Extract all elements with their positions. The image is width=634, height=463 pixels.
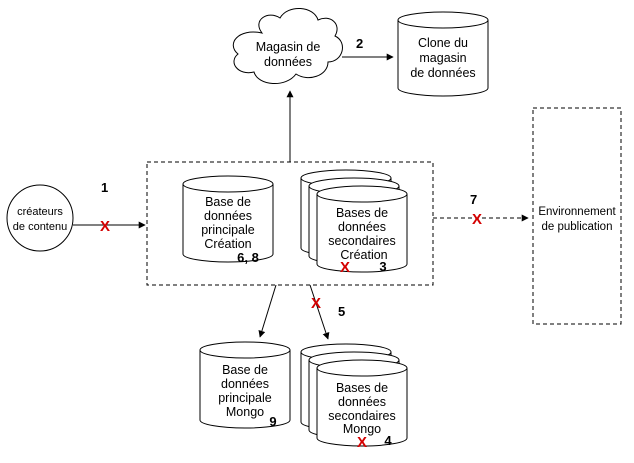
cloud-label-line2: données bbox=[264, 55, 312, 69]
mongo-secondary-line2: données bbox=[338, 395, 386, 409]
mongo-secondary-db-stack: Bases de données secondaires Mongo X 4 bbox=[300, 343, 408, 451]
author-primary-db-cylinder: Base de données principale Création 6, 8 bbox=[182, 175, 274, 265]
step-5-label: 5 bbox=[338, 304, 345, 319]
x-mark-step-7: X bbox=[472, 211, 482, 228]
mongo-primary-line4: Mongo bbox=[226, 405, 264, 419]
author-secondary-line1: Bases de bbox=[336, 206, 388, 220]
arrow-author-to-mongo-secondary bbox=[309, 284, 330, 340]
mongo-primary-step: 9 bbox=[269, 414, 276, 429]
step-2-label: 2 bbox=[356, 36, 363, 51]
author-primary-line4: Création bbox=[204, 237, 251, 251]
clone-label-line2: magasin bbox=[419, 51, 466, 65]
author-primary-steps: 6, 8 bbox=[237, 250, 259, 265]
publish-environment-box: Environnement de publication bbox=[532, 107, 622, 325]
publish-label-line2: de publication bbox=[542, 221, 613, 233]
creators-label-line2: de contenu bbox=[13, 221, 67, 233]
clone-label-line1: Clone du bbox=[418, 36, 468, 50]
author-secondary-db-stack: Bases de données secondaires Création X … bbox=[300, 169, 408, 276]
mongo-primary-line2: données bbox=[221, 377, 269, 391]
content-creators-circle: créateurs de contenu bbox=[6, 184, 74, 252]
data-store-clone-cylinder: Clone du magasin de données bbox=[397, 11, 489, 97]
mongo-primary-line3: principale bbox=[218, 391, 272, 405]
x-mark-step-5: X bbox=[311, 295, 321, 312]
clone-label-line3: de données bbox=[410, 66, 475, 80]
mongo-primary-db-cylinder: Base de données principale Mongo 9 bbox=[199, 341, 291, 429]
author-secondary-step: 3 bbox=[379, 259, 386, 274]
author-secondary-line3: secondaires bbox=[328, 234, 395, 248]
mongo-secondary-line4: Mongo bbox=[343, 422, 381, 436]
author-environment-box bbox=[146, 161, 434, 286]
x-mark-step-1: X bbox=[100, 218, 110, 235]
creators-label-line1: créateurs bbox=[17, 206, 63, 218]
mongo-secondary-line1: Bases de bbox=[336, 381, 388, 395]
author-primary-line3: principale bbox=[201, 223, 255, 237]
publish-label-line1: Environnement bbox=[538, 206, 616, 218]
mongo-secondary-step: 4 bbox=[384, 433, 392, 448]
author-primary-line1: Base de bbox=[205, 195, 251, 209]
cloud-label-line1: Magasin de bbox=[256, 40, 321, 54]
x-mark-step-4: X bbox=[357, 434, 367, 451]
step-1-label: 1 bbox=[101, 180, 108, 195]
arrow-author-to-mongo-primary bbox=[258, 284, 277, 338]
mongo-primary-line1: Base de bbox=[222, 363, 268, 377]
mongo-secondary-line3: secondaires bbox=[328, 409, 395, 423]
data-store-cloud: Magasin de données bbox=[232, 8, 343, 84]
author-secondary-line2: données bbox=[338, 220, 386, 234]
x-mark-step-3: X bbox=[340, 259, 350, 276]
step-7-label: 7 bbox=[470, 192, 477, 207]
author-secondary-line4: Création bbox=[340, 248, 387, 262]
author-primary-line2: données bbox=[204, 209, 252, 223]
